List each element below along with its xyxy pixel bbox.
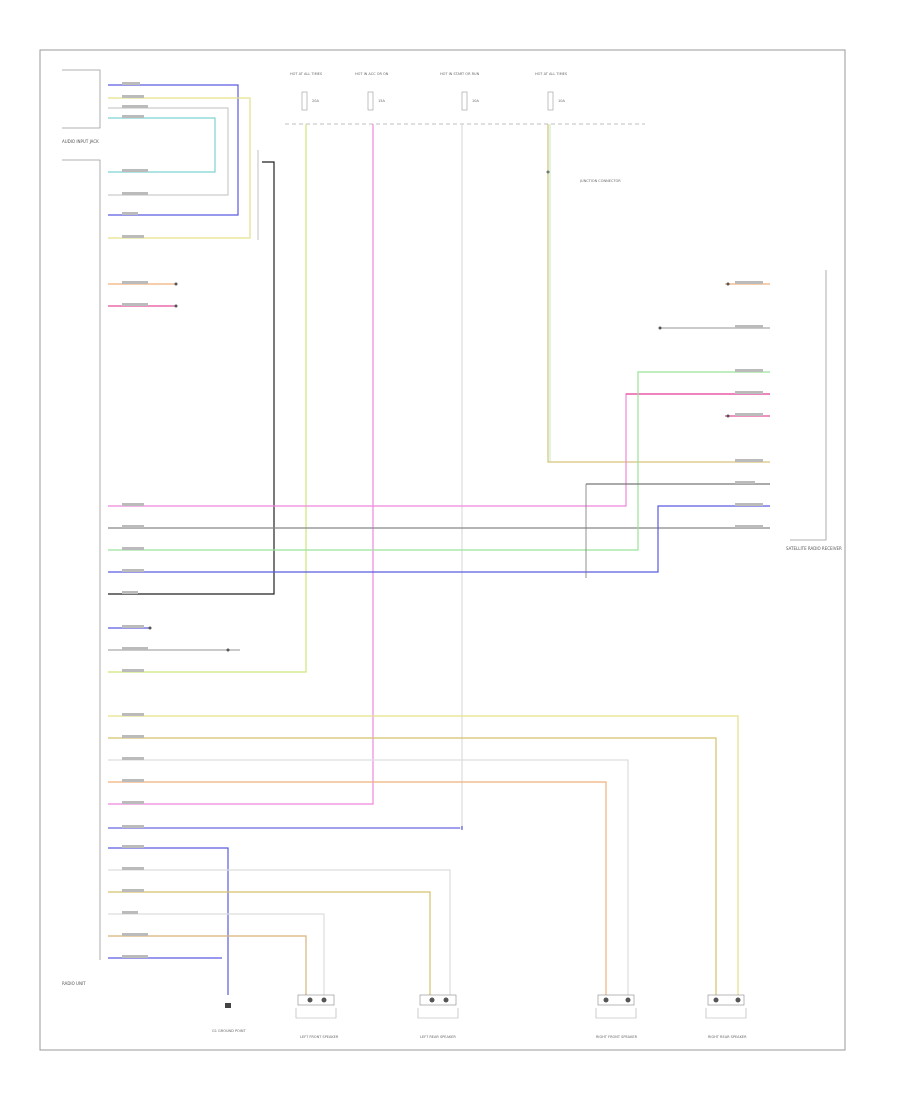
wire-black-shield xyxy=(108,161,275,595)
wire-lf-neg xyxy=(108,935,307,995)
svg-text:HOT IN START OR RUN: HOT IN START OR RUN xyxy=(440,72,480,76)
svg-text:10A: 10A xyxy=(472,99,479,103)
svg-text:HOT AT ALL TIMES: HOT AT ALL TIMES xyxy=(535,72,568,76)
wire-fuse2 xyxy=(108,124,374,805)
wire-rr-pos xyxy=(108,715,739,995)
wire-lr-neg xyxy=(108,891,431,995)
satellite-pin-labels xyxy=(735,281,763,528)
wire-green-data xyxy=(108,371,770,551)
right-front-speaker: RIGHT FRONT SPEAKER xyxy=(595,994,638,1039)
wire-pink-data xyxy=(108,393,770,507)
right-rear-speaker-label: RIGHT REAR SPEAKER xyxy=(708,1035,747,1039)
fuse-4: HOT AT ALL TIMES 10A xyxy=(535,72,568,111)
radio-unit-label: RADIO UNIT xyxy=(62,981,86,986)
wire-white-aux xyxy=(108,107,229,196)
audio-input-jack: AUDIO INPUT JACK xyxy=(62,69,101,144)
wire-blue-aux xyxy=(108,84,239,216)
radio-pin-labels xyxy=(122,82,148,958)
radio-unit: RADIO UNIT xyxy=(62,159,101,986)
svg-text:20A: 20A xyxy=(312,99,319,103)
junction-connector-label: JUNCTION CONNECTOR xyxy=(579,179,621,183)
right-front-speaker-label: RIGHT FRONT SPEAKER xyxy=(596,1035,638,1039)
wire-rf-pos xyxy=(108,759,629,995)
wire-fuse4 xyxy=(547,124,770,463)
svg-text:HOT IN ACC OR ON: HOT IN ACC OR ON xyxy=(355,72,389,76)
wire-cyan-aux xyxy=(108,117,216,173)
svg-text:15A: 15A xyxy=(378,99,385,103)
ground-point-label: G1 GROUND POINT xyxy=(212,1029,246,1033)
audio-input-jack-label: AUDIO INPUT JACK xyxy=(62,139,99,144)
fuse-1: HOT AT ALL TIMES 20A xyxy=(290,72,323,111)
svg-text:HOT AT ALL TIMES: HOT AT ALL TIMES xyxy=(290,72,323,76)
fuse-2: HOT IN ACC OR ON 15A xyxy=(355,72,389,111)
left-rear-speaker-label: LEFT REAR SPEAKER xyxy=(420,1035,456,1039)
wire-lf-pos xyxy=(108,913,325,995)
diagram-frame xyxy=(39,49,846,1051)
connector-markers xyxy=(148,282,730,652)
left-front-speaker-label: LEFT FRONT SPEAKER xyxy=(300,1035,339,1039)
wire-blue-data xyxy=(108,505,770,573)
ground-point: G1 GROUND POINT xyxy=(212,1003,246,1033)
junction-connector: JUNCTION CONNECTOR xyxy=(546,170,621,183)
svg-text:10A: 10A xyxy=(558,99,565,103)
satellite-receiver: SATELLITE RADIO RECEIVER xyxy=(786,270,842,551)
right-rear-speaker: RIGHT REAR SPEAKER xyxy=(705,994,747,1039)
satellite-receiver-label: SATELLITE RADIO RECEIVER xyxy=(786,546,842,551)
fuse-block: HOT AT ALL TIMES 20A HOT IN ACC OR ON 15… xyxy=(290,72,568,111)
left-front-speaker: LEFT FRONT SPEAKER xyxy=(295,994,339,1039)
left-rear-speaker: LEFT REAR SPEAKER xyxy=(417,994,459,1039)
wire-yellow-aux xyxy=(108,97,251,239)
wire-lr-pos xyxy=(108,869,451,995)
wire-ground xyxy=(108,847,229,995)
wire-fuse1 xyxy=(108,124,307,673)
wire-rf-neg xyxy=(108,781,607,995)
fuse-3: HOT IN START OR RUN 10A xyxy=(440,72,480,111)
wires xyxy=(108,84,770,995)
wire-rr-neg xyxy=(108,737,717,995)
wire-fuse3 xyxy=(108,124,463,829)
